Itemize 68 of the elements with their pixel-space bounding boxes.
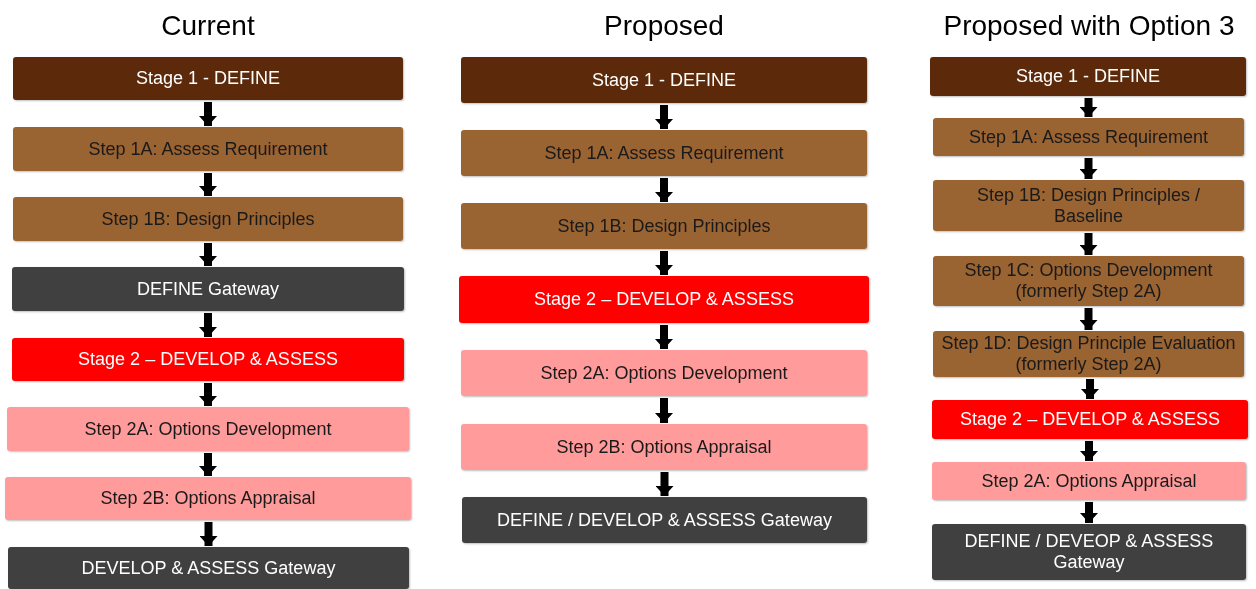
process-box [462, 497, 867, 543]
box-label: DEFINE / DEVEOP & ASSESS Gateway [963, 531, 1215, 573]
arrow [199, 383, 217, 406]
column-heading: Current [160, 10, 256, 42]
process-box [5, 477, 411, 520]
process-box [8, 547, 409, 589]
arrow [655, 472, 674, 496]
process-box [12, 338, 404, 381]
box-label: Stage 2 – DEVELOP & ASSESS [78, 349, 338, 370]
process-box [7, 407, 409, 451]
box-label: Stage 1 - DEFINE [591, 69, 737, 91]
process-box [932, 400, 1248, 439]
box-label: Step 2B: Options Appraisal [556, 436, 772, 458]
arrow [199, 453, 217, 476]
process-box [13, 127, 403, 171]
process-box [461, 424, 867, 470]
box-label: Step 1D: Design Principle Evaluation (formerly Step 2A) [941, 333, 1236, 375]
process-box [461, 57, 867, 103]
box-label: Step 1B: Design Principles [101, 208, 315, 230]
box-label: Step 1B: Design Principles [557, 215, 771, 237]
process-box [459, 276, 869, 323]
arrow [1079, 308, 1098, 330]
box-label: Step 1A: Assess Requirement [968, 126, 1209, 148]
arrow [1080, 441, 1098, 461]
arrow [199, 173, 217, 196]
arrow [199, 102, 217, 126]
arrow [655, 105, 673, 129]
arrow [199, 243, 217, 266]
arrow [199, 313, 217, 337]
box-label: Step 1A: Assess Requirement [88, 138, 328, 160]
arrow [1079, 233, 1098, 255]
arrow [199, 522, 218, 546]
process-box [461, 203, 867, 249]
column-heading: Proposed with Option 3 [942, 10, 1236, 42]
arrow [1079, 98, 1098, 117]
arrow [655, 398, 673, 423]
arrow [1080, 502, 1098, 523]
process-box [13, 57, 403, 100]
arrow [655, 251, 673, 275]
box-label: DEFINE / DEVELOP & ASSESS Gateway [497, 509, 832, 531]
box-label: Step 2A: Options Development [84, 418, 332, 440]
arrow [1079, 158, 1098, 179]
box-label: DEVELOP & ASSESS Gateway [81, 557, 336, 579]
box-label: Stage 2 – DEVELOP & ASSESS [960, 409, 1220, 430]
process-box [933, 256, 1244, 306]
process-box [933, 118, 1244, 156]
box-label: Stage 1 - DEFINE [1015, 66, 1161, 87]
column-heading: Proposed [603, 10, 725, 42]
process-box [12, 267, 404, 311]
box-label: Step 1A: Assess Requirement [544, 142, 784, 164]
process-box [461, 350, 867, 396]
box-label: Stage 1 - DEFINE [135, 68, 281, 89]
box-label: DEFINE Gateway [136, 278, 279, 300]
process-box [932, 462, 1246, 500]
box-label: Step 2A: Options Development [540, 362, 788, 384]
process-box [930, 57, 1246, 96]
process-box [933, 180, 1244, 231]
arrow [655, 178, 673, 202]
arrow [655, 325, 673, 349]
process-box [461, 130, 867, 176]
box-label: Stage 2 – DEVELOP & ASSESS [534, 289, 794, 310]
process-box [13, 197, 403, 241]
box-label: Step 1B: Design Principles / Baseline [975, 184, 1202, 227]
box-label: Step 2A: Options Appraisal [981, 470, 1197, 492]
process-box [932, 524, 1246, 580]
box-label: Step 2B: Options Appraisal [100, 488, 316, 509]
arrow [1081, 379, 1099, 399]
box-label: Step 1C: Options Development (formerly Step 2A) [963, 260, 1214, 302]
